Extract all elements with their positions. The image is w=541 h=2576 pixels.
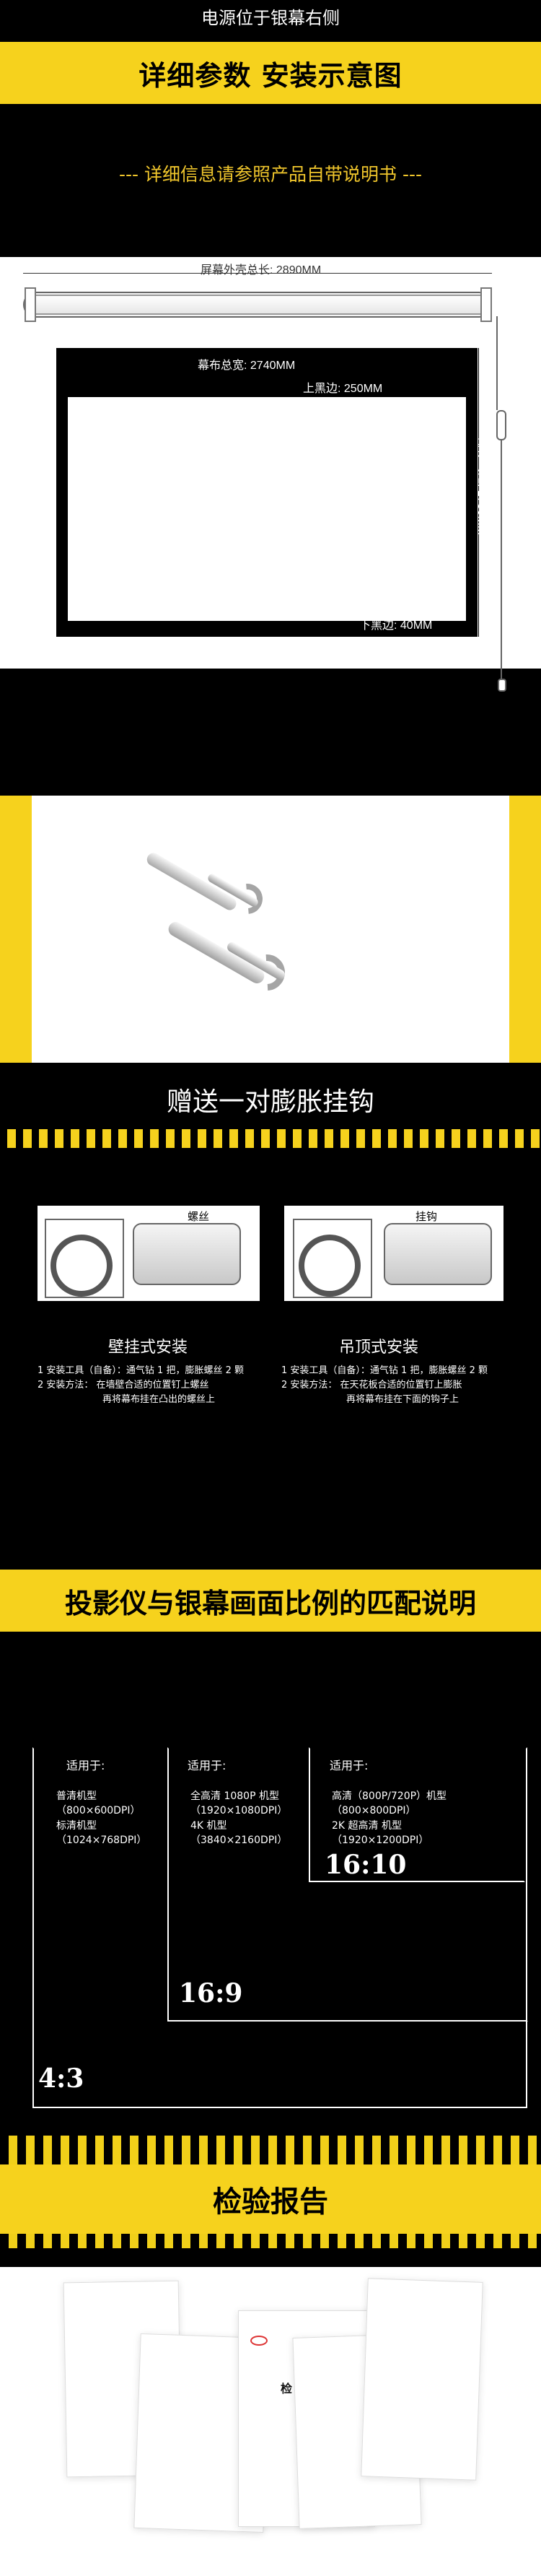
- gift-caption-bar: 赠送一对膨胀挂钩: [0, 1063, 541, 1136]
- wall-title: 壁挂式安装: [108, 1339, 188, 1357]
- install-methods: 螺丝 挂钩 壁挂式安装 吊顶式安装 1 安装工具（自备）：通气钻 1 把，膨胀螺…: [0, 1206, 541, 1405]
- stripe-divider-2: [0, 2136, 541, 2164]
- installation-diagram-panel: 屏幕外壳总长: 2890MM 幕布总宽: 2740MM 上黑边: 250MM 左…: [0, 257, 541, 692]
- manual-notice-text: --- 详细信息请参照产品自带说明书 ---: [118, 164, 423, 185]
- ceiling-title: 吊顶式安装: [339, 1339, 419, 1357]
- report-card-5: [361, 2278, 483, 2481]
- section-title-banner: 详细参数 安装示意图: [0, 42, 541, 104]
- manual-notice-bar: --- 详细信息请参照产品自带说明书 ---: [0, 159, 541, 188]
- power-cable: [496, 316, 498, 410]
- ratio-col3-line1: 高清（800P/720P）机型: [332, 1790, 447, 1802]
- projection-height-label: 投影面积高: 1490MM: [367, 452, 379, 562]
- power-cable-lower: [501, 440, 502, 679]
- wall-roll: [50, 1235, 113, 1297]
- ratio-col3-line2: （800×800DPI）: [332, 1805, 416, 1817]
- wall-description: 1 安装工具（自备）：通气钻 1 把，膨胀螺丝 2 颗 2 安装方法： 在墙壁合…: [38, 1364, 254, 1407]
- ceiling-install-illustration: 挂钩: [284, 1206, 503, 1301]
- ratio-col1-line2: （800×600DPI）: [56, 1805, 141, 1817]
- banner-title: 详细参数 安装示意图: [138, 59, 403, 92]
- screen-width-label: 幕布总宽: 2740MM: [198, 360, 296, 372]
- power-plug: [498, 679, 506, 692]
- ratio-col3-text: 高清（800P/720P）机型 （800×800DPI） 2K 超高清 机型 （…: [332, 1789, 447, 1848]
- outer-width-line: [23, 273, 492, 274]
- ratio-col1-label: 适用于:: [66, 1759, 105, 1772]
- ratio-col2-label: 适用于:: [188, 1759, 226, 1772]
- power-notice-bar: 电源位于银幕右侧: [0, 0, 541, 32]
- report-seal-mark: [250, 2336, 268, 2346]
- stripe-divider-3: [0, 2234, 541, 2248]
- left-end-cap: [25, 287, 36, 322]
- ratio-title-banner: 投影仪与银幕画面比例的匹配说明: [0, 1570, 541, 1632]
- ratio-1610-label: 16:10: [325, 1850, 407, 1880]
- power-notice-text: 电源位于银幕右侧: [201, 7, 340, 28]
- screw-label: 螺丝: [188, 1210, 210, 1223]
- right-accent: [509, 796, 541, 1063]
- hooks-image-panel: [0, 796, 541, 1063]
- screen-case-inner: [26, 295, 489, 315]
- wall-install-illustration: 螺丝: [38, 1206, 260, 1301]
- stripe-divider-1: [0, 1129, 541, 1148]
- report-images-panel: 检 验 报 告: [0, 2267, 541, 2576]
- gift-caption: 赠送一对膨胀挂钩: [166, 1087, 374, 1117]
- ratio-title: 投影仪与银幕画面比例的匹配说明: [64, 1587, 476, 1619]
- ratio-col3-line4: （1920×1200DPI）: [332, 1834, 429, 1846]
- ceiling-description: 1 安装工具（自备）：通气钻 1 把，膨胀螺丝 2 颗 2 安装方法： 在天花板…: [281, 1364, 512, 1407]
- wall-line-1: 1 安装工具（自备）：通气钻 1 把，膨胀螺丝 2 颗: [38, 1365, 244, 1376]
- ratio-col2-line4: （3840×2160DPI）: [190, 1834, 288, 1846]
- ratio-col1-text: 普清机型 （800×600DPI） 标清机型 （1024×768DPI）: [56, 1789, 146, 1848]
- ceiling-line-2: 2 安装方法： 在天花板合适的位置钉上膨胀: [281, 1380, 462, 1391]
- projection-width-line: [69, 583, 465, 584]
- ratio-169-frame: [167, 1747, 528, 2022]
- wall-line-2: 2 安装方法： 在墙壁合适的位置钉上螺丝: [38, 1380, 209, 1391]
- ratio-col3-label: 适用于:: [330, 1759, 369, 1772]
- projection-height-line: [376, 399, 377, 619]
- outer-width-label: 屏幕外壳总长: 2890MM: [201, 264, 322, 277]
- side-black-label: 左右黑边: 40MM: [69, 492, 154, 505]
- ratio-43-frame: [32, 1747, 527, 2108]
- ceiling-line-3: 再将幕布挂在下面的钩子上: [346, 1394, 459, 1406]
- ratio-col1-line3: 标清机型: [56, 1819, 97, 1832]
- wall-line-3: 再将幕布挂在凸出的螺丝上: [102, 1394, 216, 1406]
- projection-width-label: 投影面积宽: 2660MM: [173, 568, 283, 580]
- ratio-43-label: 4:3: [38, 2063, 84, 2094]
- screen-width-line: [58, 335, 478, 336]
- power-switch: [496, 410, 506, 440]
- projection-area: [68, 397, 466, 621]
- ratio-col2-line3: 4K 机型: [190, 1819, 227, 1832]
- left-accent: [0, 796, 32, 1063]
- ceiling-line-1: 1 安装工具（自备）：通气钻 1 把，膨胀螺丝 2 颗: [281, 1365, 488, 1376]
- bottom-black-label: 下黑边: 40MM: [359, 619, 433, 632]
- ratio-1610-frame: [309, 1747, 525, 1882]
- ratio-169-label: 16:9: [179, 1978, 243, 2009]
- ceiling-screen-case: [384, 1223, 492, 1285]
- report-title: 检验报告: [213, 2185, 328, 2219]
- report-title-banner: 检验报告: [0, 2164, 541, 2234]
- screen-height-label: 幕布总高: 1780MM: [475, 438, 488, 536]
- ratio-diagram: 适用于: 普清机型 （800×600DPI） 标清机型 （1024×768DPI…: [0, 1747, 541, 2108]
- ratio-col1-line4: （1024×768DPI）: [56, 1834, 147, 1846]
- hook-label: 挂钩: [415, 1210, 438, 1223]
- ratio-col2-line2: （1920×1080DPI）: [190, 1805, 288, 1817]
- ratio-col2-text: 全高清 1080P 机型 （1920×1080DPI） 4K 机型 （3840×…: [190, 1789, 287, 1848]
- top-black-label: 上黑边: 250MM: [303, 383, 383, 395]
- ceiling-roll: [299, 1235, 361, 1297]
- right-end-cap: [480, 287, 492, 322]
- ratio-col3-line3: 2K 超高清 机型: [332, 1819, 402, 1832]
- ratio-col2-line1: 全高清 1080P 机型: [190, 1790, 279, 1802]
- wall-screen-case: [133, 1223, 241, 1285]
- ratio-col1-line1: 普清机型: [56, 1790, 97, 1802]
